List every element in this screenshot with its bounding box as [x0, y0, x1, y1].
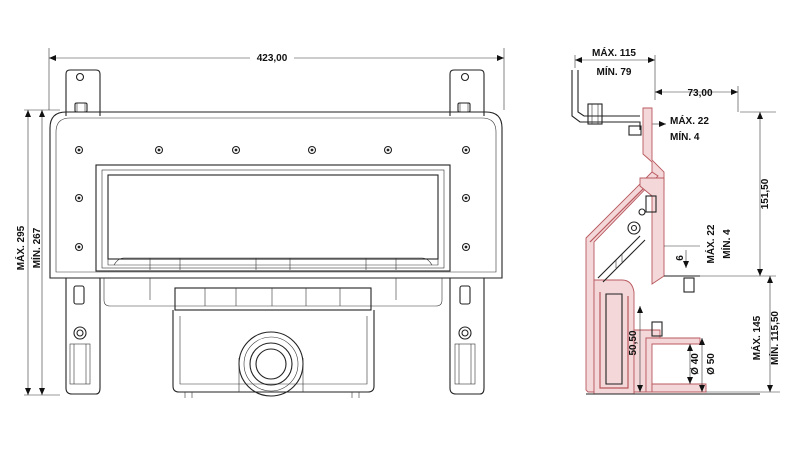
outlet-pipe-front [238, 331, 304, 397]
skimmer-mouth [95, 164, 451, 272]
side-top-min-label: MÍN. 79 [596, 65, 631, 78]
side-top-dimension: MÁX. 115 MÍN. 79 [574, 46, 656, 100]
side-flange-max-label: MÁX. 22 [670, 114, 709, 127]
front-width-label: 423,00 [257, 53, 288, 64]
side-pipe-inner-label: Ø 40 [690, 353, 701, 375]
side-bottom-dimension: MÁX. 145 MÍN. 115,50 [706, 276, 781, 393]
side-section-body [585, 107, 707, 395]
side-step: 6 MÁX. 22 MÍN. 4 [664, 224, 733, 293]
side-step-min-label: MÍN. 4 [720, 229, 733, 259]
side-bottom-max-label: MÁX. 145 [750, 315, 763, 360]
side-lower-dimension: 50,50 [628, 306, 643, 392]
front-height-min-label: MÍN. 267 [30, 227, 43, 268]
face-screws [74, 145, 471, 252]
side-view: MÁX. 115 MÍN. 79 73,00 MÁX. 22 MÍN. 4 [571, 46, 781, 395]
front-height-dimension: MÁX. 295 MÍN. 267 [14, 109, 60, 396]
side-gap-label: 6 [675, 255, 686, 261]
side-lower-height-label: 50,50 [628, 330, 639, 355]
side-top-max-label: MÁX. 115 [592, 46, 636, 59]
side-height-dimension: 151,50 [700, 111, 776, 277]
side-pipe-dimension: Ø 40 Ø 50 [687, 338, 717, 392]
side-flange-dimension: MÁX. 22 MÍN. 4 [649, 114, 709, 143]
face-plate [49, 111, 503, 279]
top-bracket-right [449, 69, 485, 116]
side-bottom-min-label: MÍN. 115,50 [768, 311, 781, 365]
side-depth-dimension: 73,00 [655, 86, 739, 112]
front-width-dimension: 423,00 [48, 48, 505, 110]
side-internals [597, 195, 663, 337]
leg-left [65, 278, 101, 395]
side-flange-min-label: MÍN. 4 [670, 130, 700, 143]
skimmer-body [103, 278, 443, 398]
side-top-bracket [571, 70, 642, 136]
side-height-label: 151,50 [760, 178, 771, 209]
top-bracket-left [65, 69, 101, 116]
side-depth-label: 73,00 [687, 88, 712, 99]
leg-right [449, 278, 485, 395]
side-step-max-label: MÁX. 22 [704, 224, 717, 263]
front-height-max-label: MÁX. 295 [14, 225, 27, 270]
side-pipe-outer-label: Ø 50 [706, 353, 717, 375]
front-view: 423,00 MÁX. 295 MÍN. 267 [14, 48, 505, 398]
